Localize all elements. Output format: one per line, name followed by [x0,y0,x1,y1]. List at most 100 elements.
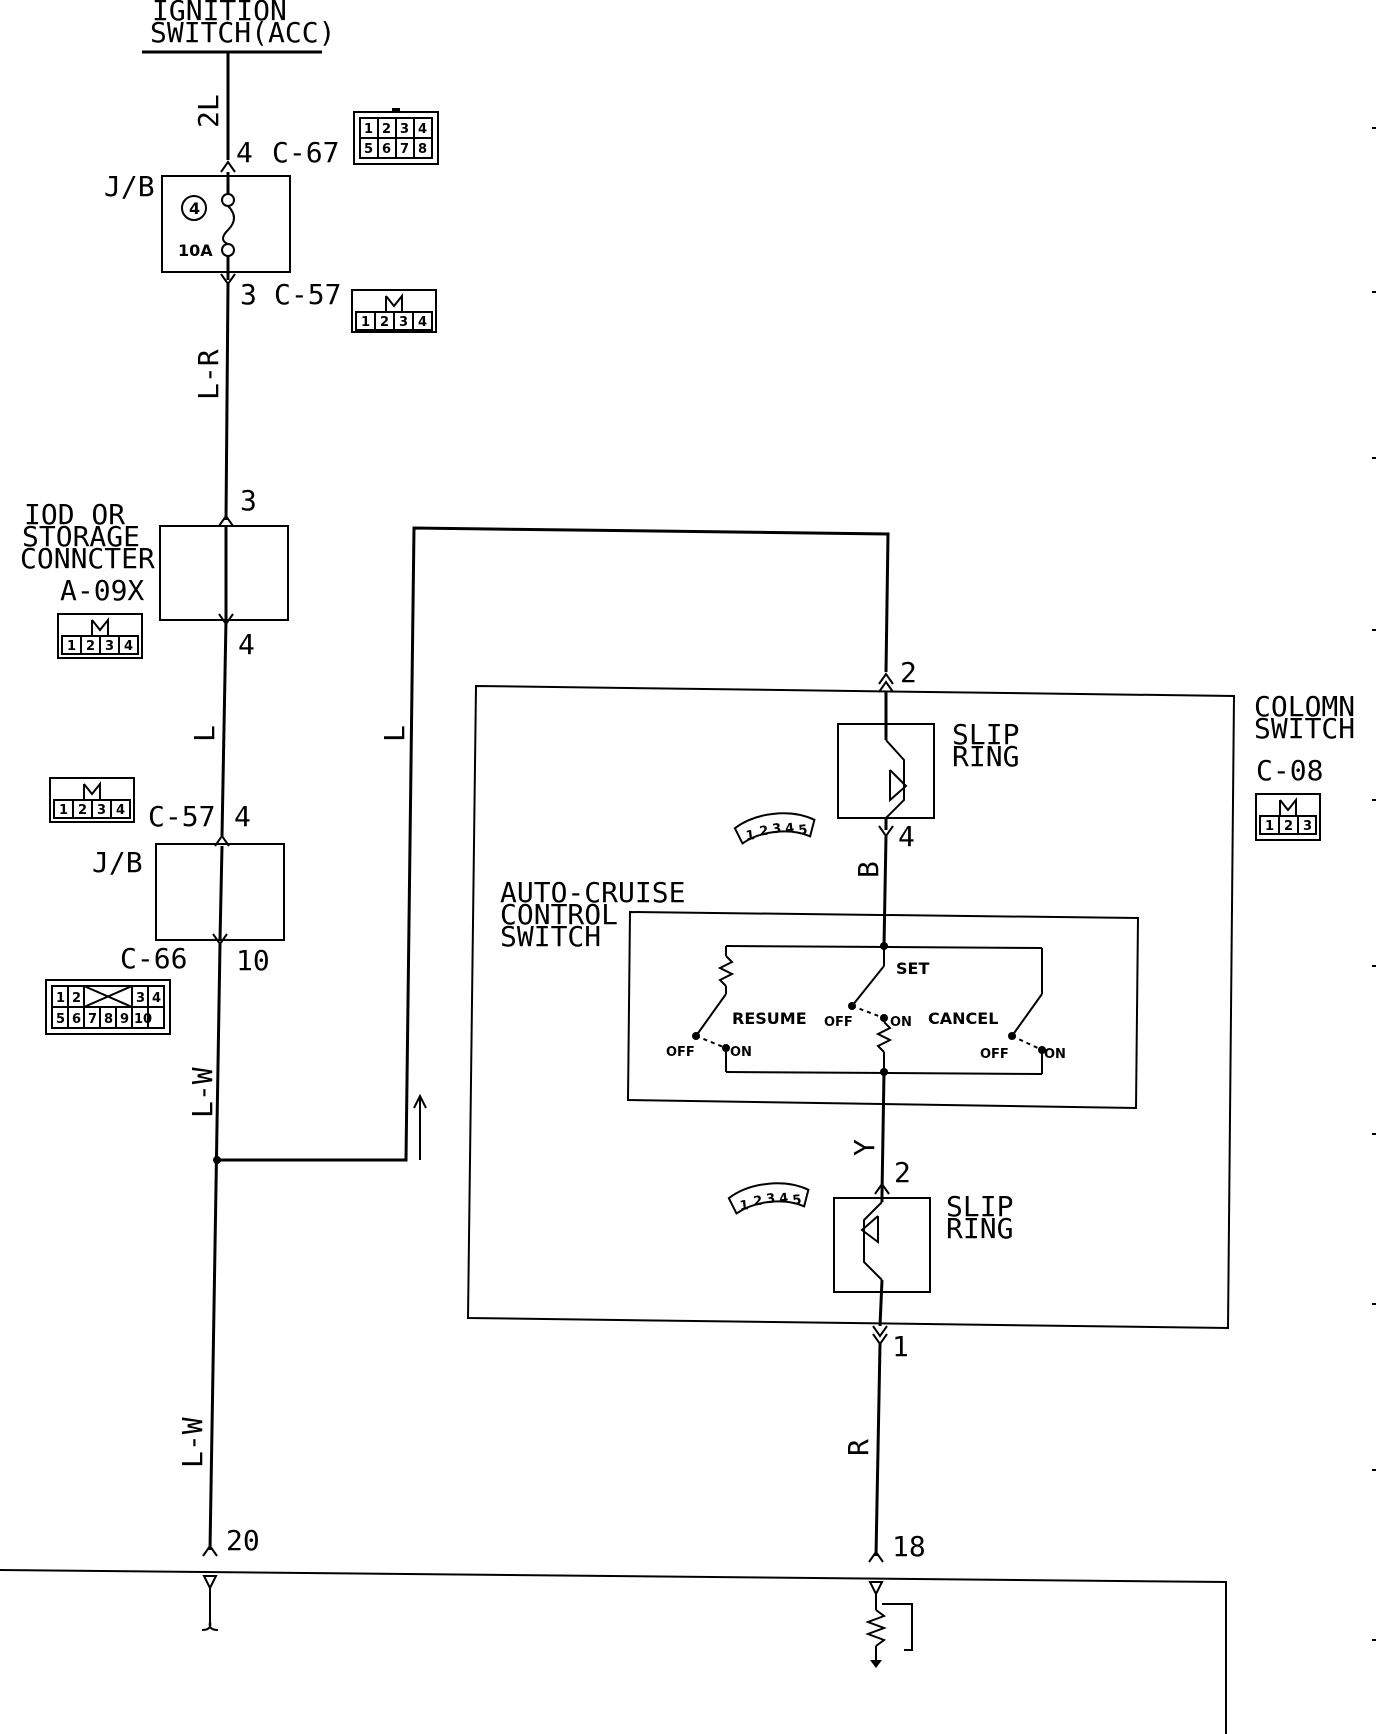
set-off: OFF [824,1015,853,1030]
svg-text:9: 9 [120,1012,129,1027]
ecu-left-terminal-icon [201,1621,219,1631]
svg-text:10: 10 [134,1012,152,1027]
fuse-number-circle [181,195,207,221]
slip-upper-pin-in: 2 [900,656,917,689]
c67-name: C-67 [272,136,339,169]
c66-pin: 10 [236,944,270,977]
slip-upper-pin-out: 4 [898,820,915,853]
svg-text:2: 2 [72,991,81,1006]
wire-l-r [224,283,230,521]
svg-text:4: 4 [778,1191,789,1207]
svg-text:6: 6 [72,1012,81,1027]
svg-text:5: 5 [364,142,373,157]
wire-label-b: B [852,861,885,878]
ecu-right-ground-icon [870,1660,882,1668]
wire-label-r: R [842,1439,875,1456]
svg-text:8: 8 [104,1012,113,1027]
ecu-pin-left: 20 [226,1524,260,1557]
slip-lower-line1: SLIP [946,1190,1013,1223]
svg-text:3: 3 [400,122,409,137]
slip-ring-lower-symbol [863,1201,883,1281]
wire-l-left [220,619,228,837]
svg-text:2: 2 [86,639,95,654]
iod-line2: STORAGE [22,520,140,553]
svg-text:3: 3 [136,991,145,1006]
wire-y [880,1071,886,1195]
svg-text:3: 3 [765,1191,776,1207]
c67-pin: 4 [236,136,253,169]
cancel-label: CANCEL [928,1009,998,1028]
svg-text:4: 4 [152,991,161,1006]
svg-text:2: 2 [1284,819,1293,834]
resume-switch-arm [695,993,727,1037]
column-switch-box [466,684,1236,1330]
set-label: SET [896,959,929,978]
a09x-connector-icon: 1 2 3 4 [57,613,143,659]
resume-resistor [717,955,735,987]
c57-bottom-pin: 4 [234,800,251,833]
acs-box [626,910,1140,1110]
slip-upper-line2: RING [952,740,1019,773]
fuse-rating: 10A [178,241,213,260]
acs-line1: AUTO-CRUISE [500,876,685,909]
svg-text:5: 5 [798,823,809,839]
svg-text:4: 4 [124,639,133,654]
arrow-c67 [220,160,236,173]
c08-name: C-08 [1256,754,1323,787]
svg-text:3: 3 [1303,819,1312,834]
slip-lower-pin-out: 1 [892,1330,909,1363]
svg-text:7: 7 [400,142,409,157]
svg-text:2: 2 [78,803,87,818]
wire-label-l-left: L [188,725,221,742]
wire-r [874,1343,882,1557]
c57-bottom-name: C-57 [148,800,215,833]
a09x-pin-out: 4 [238,628,255,661]
wire-b [882,835,888,947]
svg-text:4: 4 [418,122,427,137]
cancel-switch-arm [1011,993,1043,1037]
flow-arrow-head [413,1093,427,1109]
acs-line2: CONTROL [500,898,618,931]
svg-text:2: 2 [382,122,391,137]
svg-text:7: 7 [88,1012,97,1027]
svg-text:1: 1 [745,828,756,844]
jb-bottom-label: J/B [92,846,143,879]
cancel-on: ON [1044,1047,1066,1062]
svg-text:4: 4 [116,803,125,818]
column-switch-line2: SWITCH [1254,712,1355,745]
fuse-number: 4 [189,199,200,218]
iod-box [159,525,289,621]
resume-label: RESUME [732,1009,807,1028]
svg-text:1: 1 [364,122,373,137]
wire-label-l-r: L-R [192,349,225,400]
ecu-pin-right: 18 [892,1530,926,1563]
ecu-right-resistor [865,1609,887,1647]
svg-text:3: 3 [771,821,782,837]
ecu-box [0,1569,1227,1734]
svg-text:1: 1 [361,315,370,330]
jb-top-label: J/B [104,170,155,203]
wire-label-l-w-upper: L-W [186,1067,219,1118]
wire-label-l-mid: L [378,725,411,742]
slip-ring-lower-box [833,1197,931,1293]
cancel-off: OFF [980,1047,1009,1062]
wire-label-l-w-lower: L-W [176,1417,209,1468]
fuse-terminal-bottom [221,243,235,257]
slip-lower-pin-in: 2 [894,1156,911,1189]
svg-text:3: 3 [105,639,114,654]
arrow-slip-lower-in [874,1182,890,1195]
c66-connector-icon: 1 2 3 4 5 6 7 8 9 10 [45,979,171,1035]
arrow-a09x-in [218,514,234,527]
a09x-name: A-09X [60,574,144,607]
arrow-slip-lower-out [872,1325,888,1338]
wire-l-w [208,943,222,1551]
slip-lower-line2: RING [946,1212,1013,1245]
c67-connector-icon: 1 2 3 4 5 6 7 8 [353,108,439,165]
c57-top-name: C-57 [274,278,341,311]
wire-label-y: Y [848,1139,881,1156]
fuse-link [222,205,235,245]
c57-top-pin: 3 [240,278,257,311]
slip-ring-upper-symbol [885,739,905,819]
resume-off: OFF [666,1045,695,1060]
